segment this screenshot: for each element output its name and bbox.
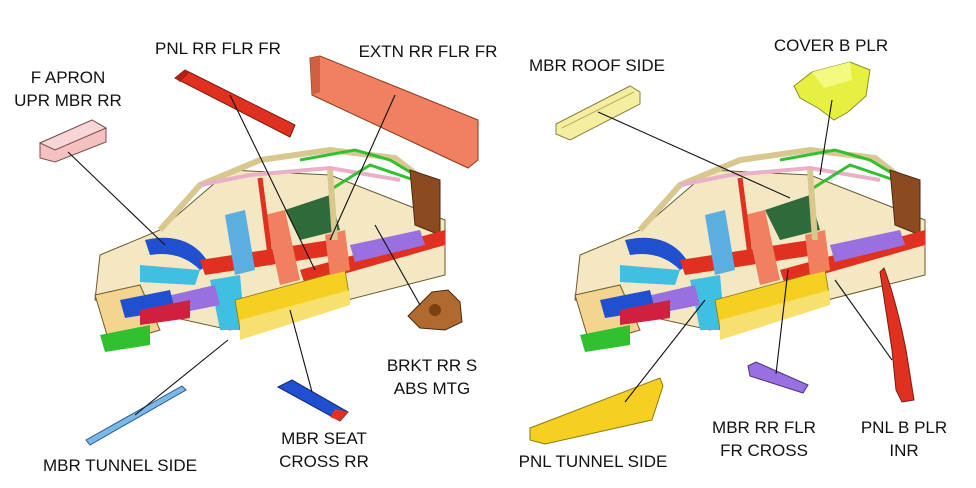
label-mbr-seat-line1: MBR SEAT bbox=[281, 429, 367, 448]
right-leader-lines bbox=[597, 99, 893, 403]
label-mbr-seat-line2: CROSS RR bbox=[279, 452, 369, 471]
extn-rr-flr-fr-part bbox=[309, 55, 479, 169]
left-car-body bbox=[94, 146, 446, 352]
right-car-body bbox=[574, 146, 926, 352]
label-pnl-tunnel-side: PNL TUNNEL SIDE bbox=[519, 452, 668, 471]
f-apron-part bbox=[38, 119, 108, 163]
label-mbr-rr-flr-line1: MBR RR FLR bbox=[712, 418, 816, 437]
cover-b-plr-part bbox=[793, 61, 871, 121]
pnl-rr-flr-fr-part bbox=[174, 69, 296, 138]
mbr-rr-flr-fr-cross-part bbox=[747, 361, 809, 394]
brkt-rr-s-abs-mtg-part bbox=[407, 289, 463, 331]
label-brkt-line1: BRKT RR S bbox=[387, 356, 477, 375]
label-extn-rr-flr-fr: EXTN RR FLR FR bbox=[359, 42, 498, 61]
label-mbr-roof-side: MBR ROOF SIDE bbox=[529, 56, 665, 75]
label-mbr-tunnel-side: MBR TUNNEL SIDE bbox=[43, 456, 197, 475]
pnl-tunnel-side-part bbox=[529, 377, 664, 445]
label-f-apron-line2: UPR MBR RR bbox=[14, 91, 122, 110]
label-pnl-b-plr-line2: INR bbox=[889, 441, 918, 460]
label-cover-b-plr: COVER B PLR bbox=[774, 36, 888, 55]
mbr-tunnel-side-part bbox=[85, 385, 187, 446]
label-pnl-b-plr-line1: PNL B PLR bbox=[861, 418, 947, 437]
mbr-seat-cross-rr-part bbox=[276, 379, 349, 422]
left-labels: F APRON UPR MBR RR PNL RR FLR FR EXTN RR… bbox=[14, 39, 497, 475]
label-mbr-rr-flr-line2: FR CROSS bbox=[720, 441, 808, 460]
pnl-b-plr-inr-part bbox=[879, 267, 915, 403]
label-f-apron-line1: F APRON bbox=[31, 68, 106, 87]
label-brkt-line2: ABS MTG bbox=[394, 379, 471, 398]
right-labels: MBR ROOF SIDE COVER B PLR PNL TUNNEL SID… bbox=[519, 36, 947, 471]
label-pnl-rr-flr-fr: PNL RR FLR FR bbox=[155, 39, 281, 58]
left-leader-lines bbox=[67, 94, 421, 416]
mbr-roof-side-part bbox=[555, 85, 641, 141]
